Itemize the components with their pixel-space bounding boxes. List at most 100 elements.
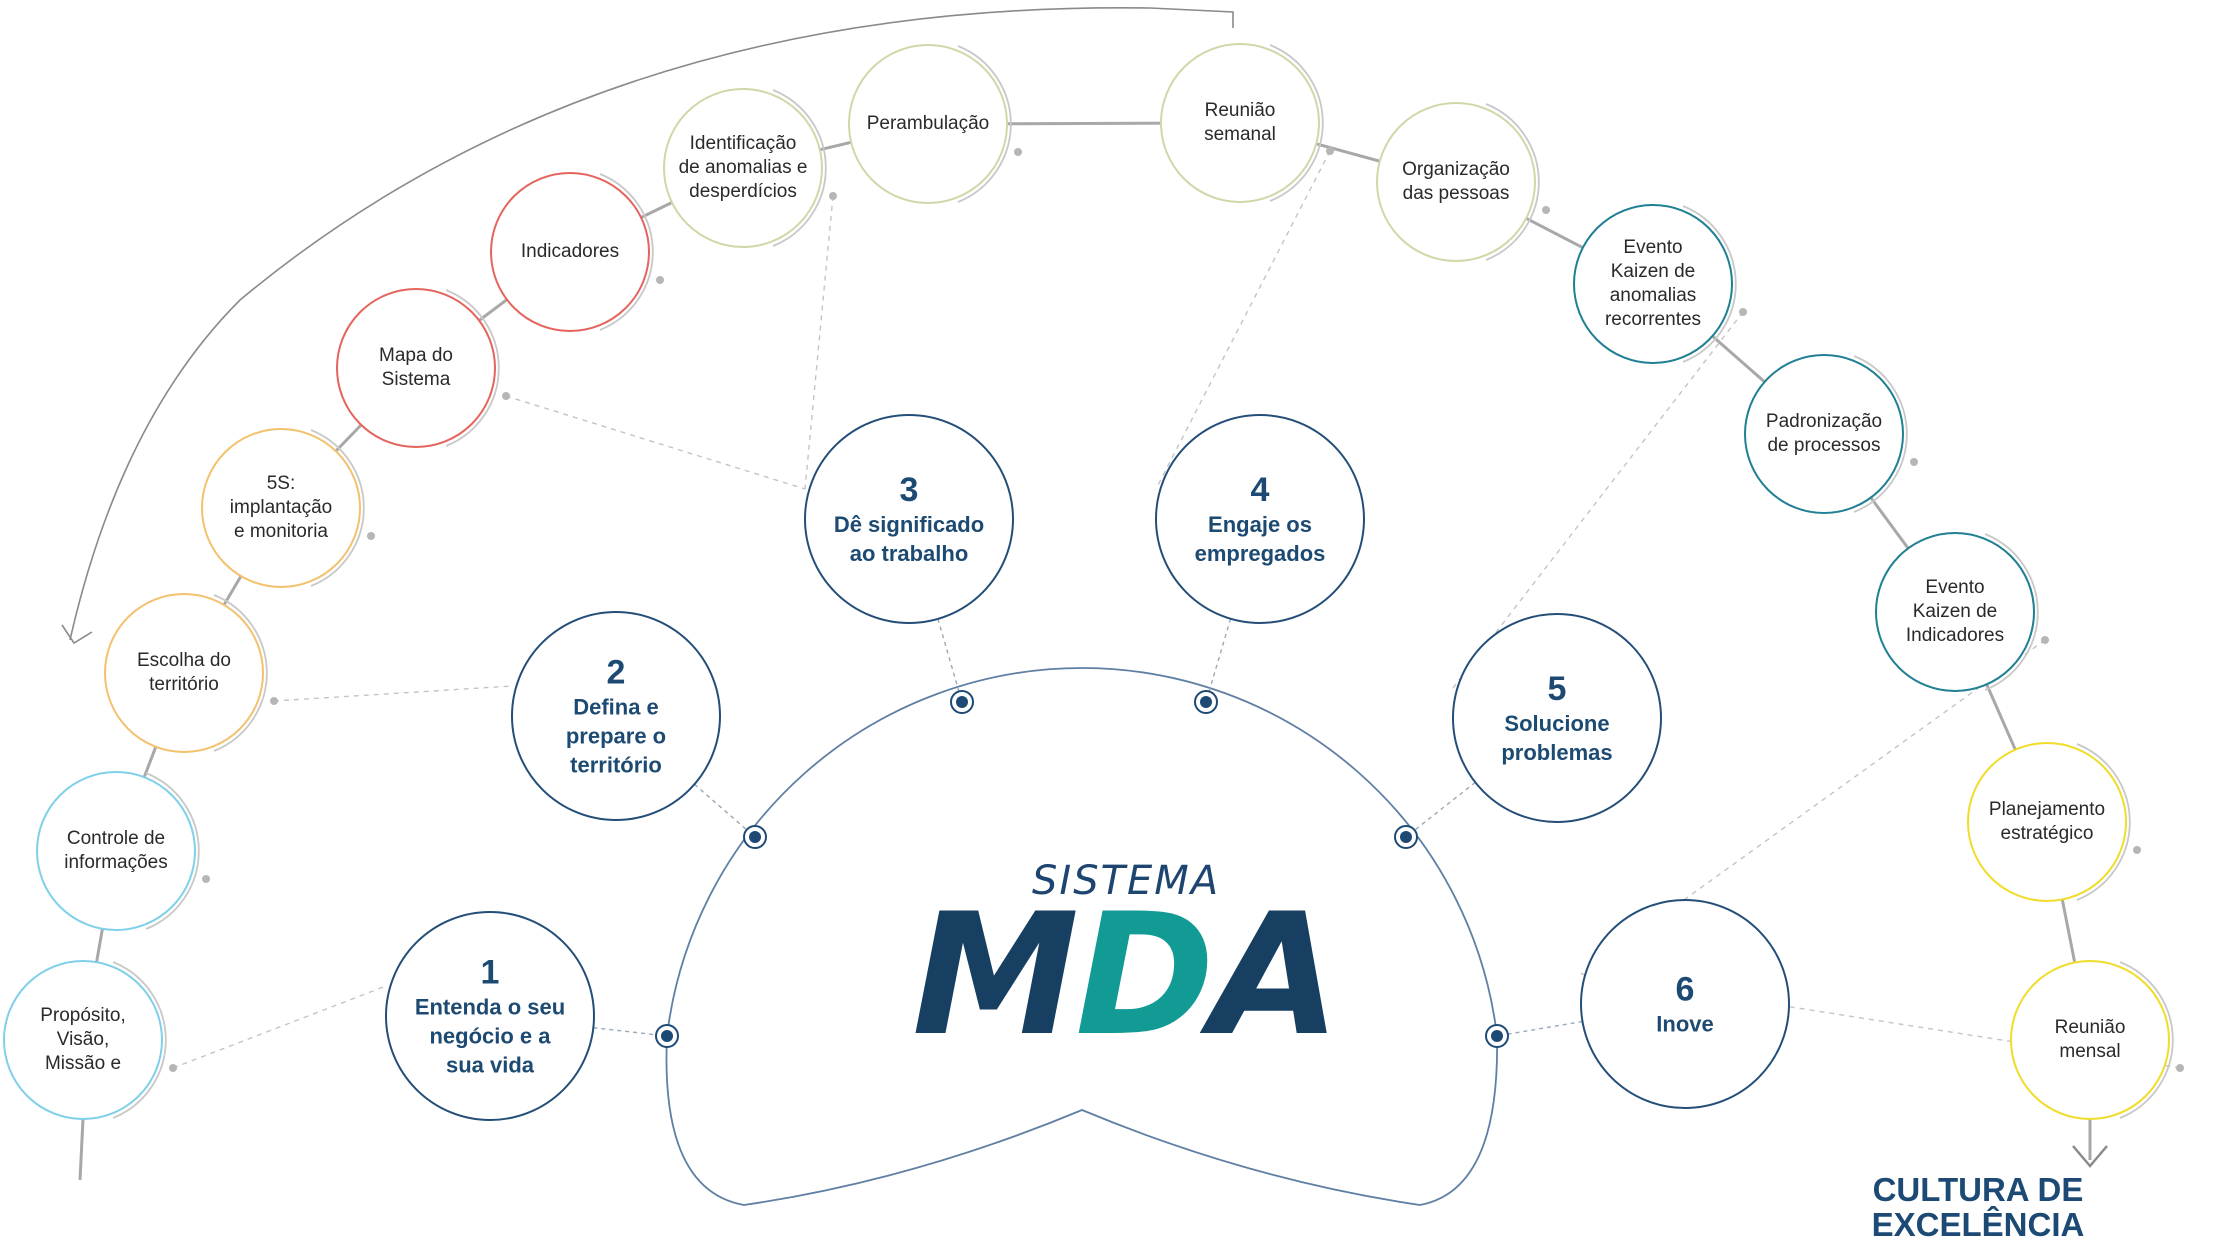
practice-circle <box>2010 960 2170 1120</box>
practice-shadow-arc <box>772 89 827 247</box>
arch-node-dot <box>956 696 968 708</box>
practice-perambulacao: Perambulação <box>866 113 990 134</box>
arch-node-dot <box>1400 831 1412 843</box>
outer-bracket-line <box>69 7 1234 641</box>
practice-circle <box>1160 43 1320 203</box>
dotted-connector <box>172 985 387 1069</box>
culture-arrow-icon <box>2072 1145 2108 1168</box>
step-circle <box>804 414 1014 624</box>
step-6-text: Inove <box>1656 1011 1714 1037</box>
brand-subtitle: SISTEMA <box>1032 858 1221 904</box>
practice-kaizen-anomalias: Evento Kaizen de anomalias recorrentes <box>1604 237 1702 330</box>
brand-logo: MDA <box>912 891 1341 1059</box>
dotted-connector <box>505 395 806 490</box>
practice-controle-informacoes: Controle de informações <box>64 828 168 873</box>
arch-node-dot <box>1491 1030 1503 1042</box>
step-4-text: Engaje os empregados <box>1194 512 1326 566</box>
practice-indicadores: Indicadores <box>520 241 620 262</box>
step-circle <box>385 911 595 1121</box>
practice-shadow-arc <box>112 961 167 1119</box>
step-5-text: Solucione problemas <box>1501 711 1613 765</box>
practice-shadow-arc <box>2119 961 2174 1119</box>
practice-shadow-arc <box>310 429 365 587</box>
practice-circle <box>1744 354 1904 514</box>
practice-shadow-arc <box>145 772 200 930</box>
practice-dot <box>829 192 837 200</box>
step-circle <box>1452 613 1662 823</box>
practice-mapa-sistema: Mapa do Sistema <box>379 345 453 390</box>
practice-escolha-territorio: Escolha do território <box>136 650 232 695</box>
practice-dot <box>169 1064 177 1072</box>
practice-dot <box>1326 147 1334 155</box>
step-5-number: 5 <box>1547 670 1567 708</box>
step-6-number: 6 <box>1675 970 1695 1009</box>
brand-letter-m: M <box>912 877 1079 1073</box>
practice-shadow-arc <box>1682 205 1737 363</box>
practice-shadow-arc <box>1853 355 1908 513</box>
dotted-connector <box>1155 150 1331 490</box>
step-circle <box>1155 414 1365 624</box>
practice-dot <box>270 697 278 705</box>
practice-chain-line <box>78 121 2092 1181</box>
step-4-number: 4 <box>1250 471 1270 509</box>
practice-dot <box>2176 1064 2184 1072</box>
practice-shadow-arc <box>2076 743 2131 901</box>
practice-shadow-arc <box>1269 44 1324 202</box>
practice-identificacao-anomalias: Identificação de anomalias e desperdício… <box>678 133 808 202</box>
practice-5s: 5S: implantação e monitoria <box>229 473 333 542</box>
practice-shadow-arc <box>445 289 500 447</box>
practice-dot <box>2041 636 2049 644</box>
step-2-text: Defina e prepare o território <box>565 694 667 778</box>
practice-dot <box>502 392 510 400</box>
practice-circle <box>490 172 650 332</box>
outer-bracket-arrow-icon <box>61 624 93 645</box>
practice-dot <box>1910 458 1918 466</box>
practice-organizacao-pessoas: Organização das pessoas <box>1402 159 1510 204</box>
practice-kaizen-indicadores: Evento Kaizen de Indicadores <box>1905 577 2005 646</box>
practice-reuniao-mensal: Reunião mensal <box>2054 1017 2126 1062</box>
step-circle <box>1580 899 1790 1109</box>
practice-circle <box>3 960 163 1120</box>
practice-planejamento-estrategico: Planejamento estratégico <box>1988 799 2106 844</box>
step-1-text: Entenda o seu negócio e a sua vida <box>414 994 566 1078</box>
arch-node-dot <box>1200 696 1212 708</box>
practice-dot <box>1542 206 1550 214</box>
arch-node-dot <box>749 831 761 843</box>
practice-proposito: Propósito, Visão, Missão e <box>40 1005 126 1074</box>
practice-dot <box>2133 846 2141 854</box>
practice-shadow-arc <box>1984 533 2039 691</box>
practice-circle <box>1376 102 1536 262</box>
practice-padronizacao: Padronização de processos <box>1765 411 1883 456</box>
practice-circle <box>848 44 1008 204</box>
dotted-connector <box>804 195 834 490</box>
practice-dot <box>656 276 664 284</box>
practice-circle <box>336 288 496 448</box>
arch-node-dot <box>661 1030 673 1042</box>
step-3-text: Dê significado ao trabalho <box>833 512 985 566</box>
practice-shadow-arc <box>599 173 654 331</box>
step-3-number: 3 <box>899 471 919 509</box>
step-1-number: 1 <box>480 953 500 992</box>
practice-circle <box>1967 742 2127 902</box>
practice-dot <box>202 875 210 883</box>
practice-circle <box>1875 532 2035 692</box>
practice-shadow-arc <box>957 45 1012 203</box>
practice-circle <box>104 593 264 753</box>
practice-dot <box>1739 308 1747 316</box>
practice-shadow-arc <box>213 594 268 752</box>
step-2-number: 2 <box>606 653 626 692</box>
step-circle <box>511 611 721 821</box>
practice-shadow-arc <box>1485 103 1540 261</box>
practice-dot <box>1014 148 1022 156</box>
culture-label: CULTURA DE EXCELÊNCIA <box>1871 1171 2085 1243</box>
practice-circle <box>201 428 361 588</box>
practice-dot <box>367 532 375 540</box>
